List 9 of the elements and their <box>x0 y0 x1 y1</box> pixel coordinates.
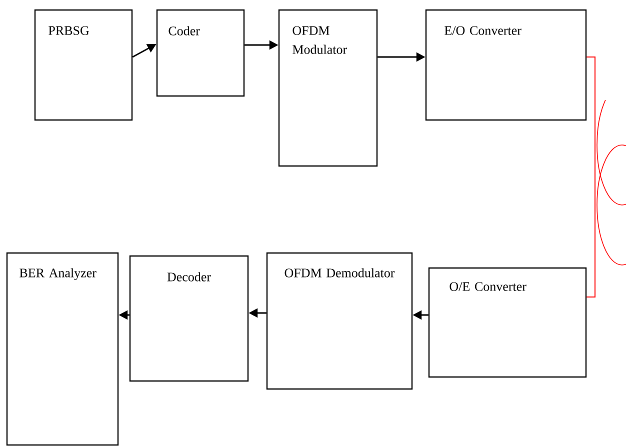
fiber-link <box>586 56 596 298</box>
process-box: PRBSG <box>34 9 133 121</box>
process-box: O/E Converter <box>428 267 587 378</box>
process-box: Coder <box>156 9 245 97</box>
process-box: BER Analyzer <box>6 252 119 446</box>
process-box: OFDM Modulator <box>278 9 378 167</box>
process-box: OFDM Demodulator <box>266 252 413 390</box>
process-box: Decoder <box>129 255 249 382</box>
process-box: E/O Converter <box>425 9 587 121</box>
